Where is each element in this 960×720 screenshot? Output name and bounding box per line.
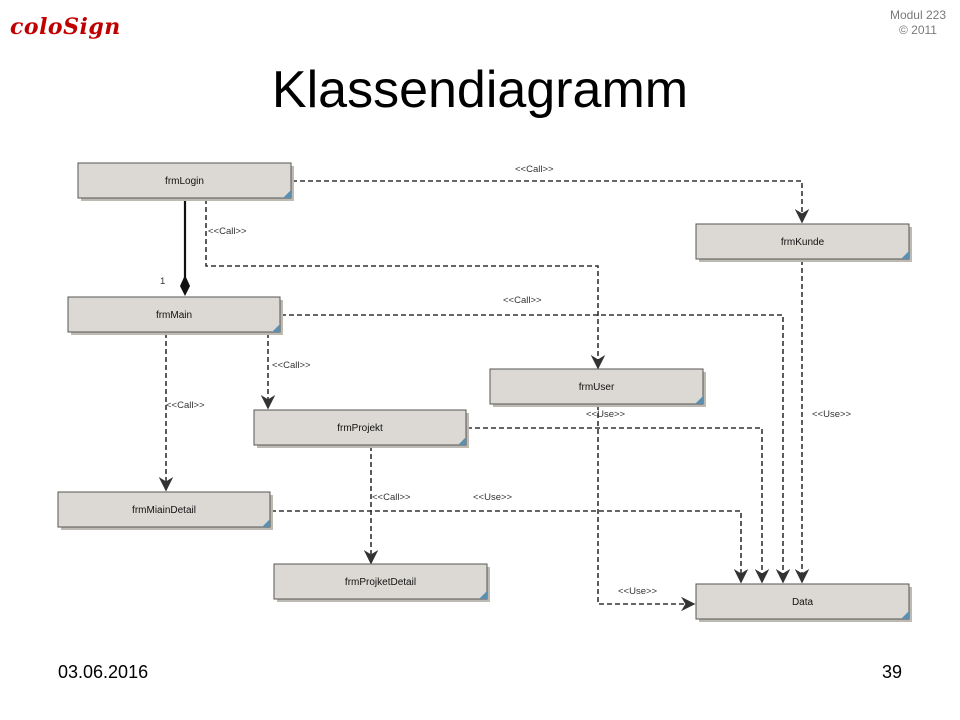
class-frmMiainDetail: frmMiainDetail: [57, 491, 273, 530]
edge-user-data: [597, 405, 696, 612]
edge-miaindetail-data: [271, 510, 749, 584]
class-name-frmKunde: frmKunde: [781, 237, 825, 248]
label-use-miaindetail-data: <<Use>>: [473, 492, 513, 503]
class-frmLogin: frmLogin: [77, 162, 294, 201]
copyright-year: © 2011: [898, 23, 937, 37]
resize-corner-icon: [262, 519, 270, 527]
class-frmProjekt: frmProjekt: [253, 409, 469, 448]
class-name-frmProjekt: frmProjekt: [337, 423, 383, 434]
resize-corner-icon: [901, 251, 909, 259]
edge-main-data: [281, 314, 791, 584]
footer-date: 03.06.2016: [58, 662, 149, 682]
label-call-main-miaindetail: <<Call>>: [166, 400, 205, 411]
slide-title: Klassendiagramm: [271, 61, 689, 119]
class-name-frmMiainDetail: frmMiainDetail: [132, 505, 196, 516]
label-call-main-data: <<Call>>: [503, 295, 542, 306]
label-use-kunde-data: <<Use>>: [812, 409, 852, 420]
resize-corner-icon: [479, 591, 487, 599]
resize-corner-icon: [283, 190, 291, 198]
class-name-frmMain: frmMain: [156, 310, 192, 321]
class-name-frmUser: frmUser: [579, 382, 615, 393]
label-call-login-user: <<Call>>: [208, 226, 247, 237]
resize-corner-icon: [272, 324, 280, 332]
modul-info: Modul 223 © 2011: [890, 8, 946, 38]
edge-login-user: [205, 199, 606, 370]
edge-labels: <<Call>> <<Call>> 1 <<Call>> <<Call>> <<…: [160, 164, 852, 597]
label-use-user-data-bottom: <<Use>>: [618, 586, 658, 597]
label-call-projekt-projketdetail: <<Call>>: [372, 492, 411, 503]
edge-login-kunde: [292, 180, 810, 224]
edges: [158, 180, 810, 612]
edge-projekt-data: [467, 427, 770, 584]
page-number: 39: [881, 662, 902, 682]
composition-diamond-icon: [180, 275, 190, 296]
label-multiplicity-one: 1: [160, 276, 165, 287]
class-frmUser: frmUser: [489, 368, 706, 407]
modul-number: Modul 223: [889, 8, 946, 22]
label-call-main-projekt: <<Call>>: [272, 360, 311, 371]
label-call-login-kunde: <<Call>>: [515, 164, 554, 175]
class-name-frmLogin: frmLogin: [165, 176, 204, 187]
resize-corner-icon: [695, 396, 703, 404]
class-frmMain: frmMain: [67, 296, 283, 335]
class-frmProjketDetail: frmProjketDetail: [273, 563, 490, 602]
class-frmKunde: frmKunde: [695, 223, 912, 262]
resize-corner-icon: [458, 437, 466, 445]
label-use-user-data: <<Use>>: [586, 409, 626, 420]
resize-corner-icon: [901, 611, 909, 619]
colosign-logo: coloSign: [10, 14, 121, 40]
class-name-Data: Data: [792, 597, 814, 608]
class-name-frmProjketDetail: frmProjketDetail: [345, 577, 416, 588]
class-Data: Data: [695, 583, 912, 622]
